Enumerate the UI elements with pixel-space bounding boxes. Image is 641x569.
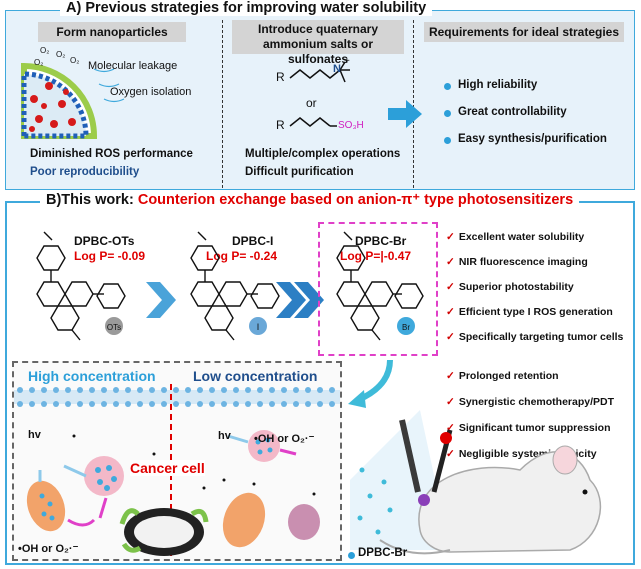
panel-a-title: A) Previous strategies for improving wat…: [60, 0, 433, 16]
o2-label-1: O₂: [40, 46, 50, 55]
check-icon: ✓: [446, 422, 455, 434]
check-icon: ✓: [446, 306, 455, 318]
requirements-header: Requirements for ideal strategies: [424, 22, 624, 42]
compound-logp: Log P=|-0.47: [340, 249, 412, 263]
high-concentration-label: High concentration: [28, 368, 156, 384]
panel-a-divider-2: [413, 20, 414, 188]
bullet-icon: [444, 83, 451, 90]
compound-name: DPBC-OTs: [74, 234, 135, 248]
requirement-item: Easy synthesis/purification: [458, 133, 607, 145]
anion-label: OTs: [107, 323, 121, 332]
bullet-icon: [444, 137, 451, 144]
nanoparticle-illustration: [21, 62, 125, 139]
dpbc-i-structure-icon: I: [190, 231, 280, 341]
feature-item: ✓Superior photostability: [446, 281, 574, 293]
drawback-diminished-ros: Diminished ROS performance: [30, 148, 193, 160]
r-label-1: R: [276, 70, 285, 84]
o2-label-2: O₂: [56, 50, 66, 59]
dpbc-br-structure-icon: Br: [336, 231, 424, 341]
panel-b-title-prefix: B)This work:: [46, 192, 138, 208]
low-concentration-label: Low concentration: [193, 368, 318, 384]
legend-label: DPBC-Br: [358, 547, 408, 559]
chain-structures: [289, 61, 350, 127]
curved-arrow-icon: [348, 359, 393, 408]
check-icon: ✓: [446, 370, 455, 382]
nanoparticles-header: Form nanoparticles: [38, 22, 186, 42]
n-label: N: [333, 63, 341, 75]
ros-product-label-left: •OH or O₂·⁻: [18, 543, 79, 555]
requirement-item: High reliability: [458, 79, 538, 91]
check-icon: ✓: [446, 331, 455, 343]
arrow-right-icon: [388, 100, 422, 128]
drawback-multiple-operations: Multiple/complex operations: [245, 148, 401, 160]
check-icon: ✓: [446, 256, 455, 268]
plus-label: +: [344, 56, 350, 67]
o2-label-3: O₂: [70, 56, 80, 65]
chevron-right-icon: [146, 282, 176, 318]
ros-product-label-right: •OH or O₂·⁻: [254, 433, 315, 445]
dpbc-br-highlight-box: [318, 222, 438, 356]
anion-label: Br: [402, 323, 410, 332]
quaternary-header-line2: ammonium salts or sulfonates: [262, 37, 374, 66]
dpbc-ots-structure-icon: OTs: [36, 231, 126, 341]
hv-label: hv: [218, 430, 231, 442]
feature-item: ✓Prolonged retention: [446, 370, 559, 382]
panel-b-title-highlight: Counterion exchange based on anion-π⁺ ty…: [137, 192, 574, 208]
cancer-cell-label: Cancer cell: [130, 460, 205, 476]
anion-label: I: [257, 322, 260, 332]
compound-logp: Log P= -0.24: [206, 249, 278, 263]
r-label-2: R: [276, 118, 285, 132]
molecular-leakage-label: Molecular leakage: [88, 60, 178, 72]
feature-item: ✓Synergistic chemotherapy/PDT: [446, 396, 615, 408]
legend-dot-icon: [348, 552, 355, 559]
feature-item: ✓Significant tumor suppression: [446, 422, 611, 434]
check-icon: ✓: [446, 281, 455, 293]
requirement-item: Great controllability: [458, 106, 567, 118]
drawback-difficult-purification: Difficult purification: [245, 166, 354, 178]
so3h-label: SO₃H: [338, 120, 364, 131]
drawback-poor-reproducibility: Poor reproducibility: [30, 166, 140, 178]
panel-b-title: B)This work: Counterion exchange based o…: [40, 192, 580, 208]
quaternary-header-line1: Introduce quaternary: [257, 22, 379, 36]
o2-label-4: O₂: [34, 58, 44, 67]
or-label: or: [306, 96, 317, 110]
check-icon: ✓: [446, 448, 455, 460]
mouse-illustration: [350, 410, 602, 555]
compound-logp: Log P= -0.09: [74, 249, 146, 263]
oxygen-isolation-label: Oxygen isolation: [110, 86, 192, 98]
check-icon: ✓: [446, 396, 455, 408]
feature-item: ✓Specifically targeting tumor cells: [446, 331, 624, 343]
compound-name: DPBC-I: [232, 234, 274, 248]
feature-item: ✓NIR fluorescence imaging: [446, 256, 588, 268]
panel-a-divider-1: [222, 20, 223, 188]
bullet-icon: [444, 110, 451, 117]
check-icon: ✓: [446, 231, 455, 243]
compound-name: DPBC-Br: [355, 234, 407, 248]
feature-item: ✓Efficient type I ROS generation: [446, 306, 613, 318]
hv-label: hv: [28, 429, 41, 441]
quaternary-header: Introduce quaternary ammonium salts or s…: [232, 20, 404, 66]
feature-item: ✓Excellent water solubility: [446, 231, 585, 243]
